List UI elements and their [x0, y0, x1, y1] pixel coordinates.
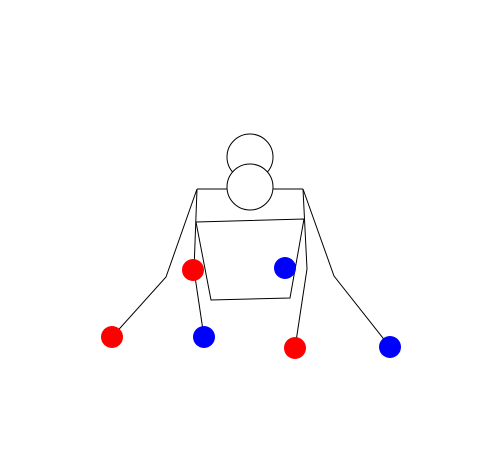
left-foot-marker	[193, 326, 215, 348]
right-hand-marker	[379, 336, 401, 358]
right-foot-marker	[284, 337, 306, 359]
right-arm	[302, 188, 391, 348]
right-knee-marker	[274, 257, 296, 279]
left-hand-marker	[101, 326, 123, 348]
joint-markers	[101, 257, 401, 359]
right-leg	[294, 188, 308, 349]
head-lower-circle	[226, 163, 274, 211]
left-arm	[111, 188, 198, 338]
left-knee-marker	[182, 259, 204, 281]
torso	[195, 218, 305, 301]
